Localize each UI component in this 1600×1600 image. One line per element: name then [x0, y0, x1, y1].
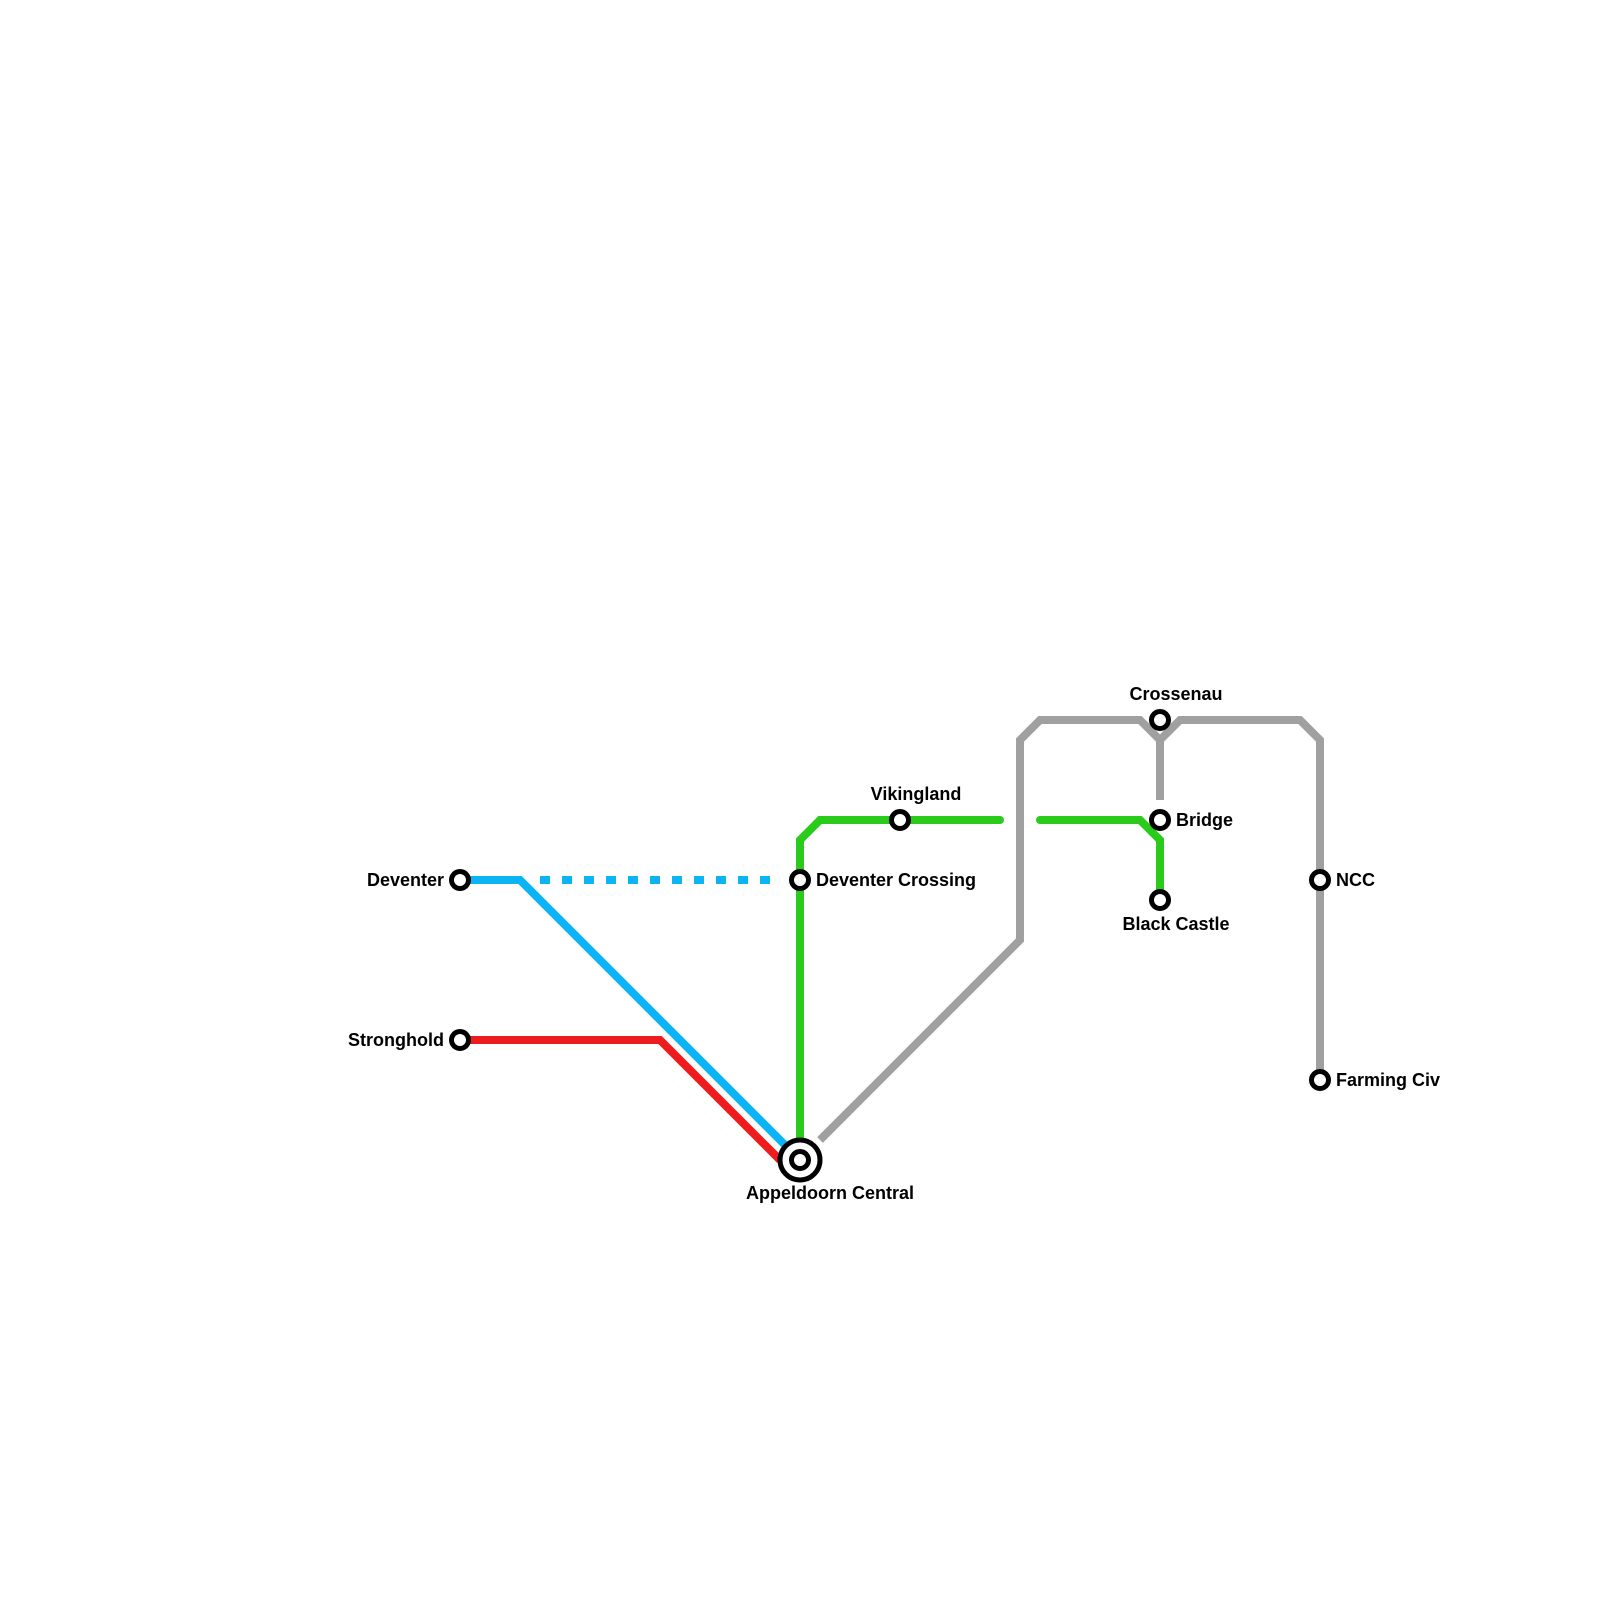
station-marker: [1149, 809, 1171, 831]
station-label: Bridge: [1176, 810, 1233, 830]
station-vikingland[interactable]: Vikingland: [871, 784, 962, 831]
station-label: Vikingland: [871, 784, 962, 804]
station-label: Stronghold: [348, 1030, 444, 1050]
station-marker: [1309, 1069, 1331, 1091]
blue-line: [460, 876, 793, 1153]
station-label: Appeldoorn Central: [746, 1183, 914, 1203]
station-appeldoorn-central[interactable]: Appeldoorn Central: [746, 1137, 914, 1203]
station-marker: [889, 809, 911, 831]
grey-line-ncc-branch: [1157, 716, 1324, 1080]
station-label: Farming Civ: [1336, 1070, 1440, 1090]
station-black-castle[interactable]: Black Castle: [1122, 889, 1230, 935]
station-label: Black Castle: [1122, 914, 1229, 934]
station-label: Deventer: [367, 870, 444, 890]
station-marker: [1309, 869, 1331, 891]
station-deventer[interactable]: Deventer: [367, 869, 471, 891]
station-label: Deventer Crossing: [816, 870, 976, 890]
station-marker: [1149, 709, 1171, 731]
station-deventer-crossing[interactable]: Deventer Crossing: [789, 869, 977, 891]
station-marker: [449, 1029, 471, 1051]
station-stronghold[interactable]: Stronghold: [348, 1029, 471, 1051]
grey-line: [817, 716, 1164, 1143]
station-bridge[interactable]: Bridge: [1149, 809, 1234, 831]
station-crossenau[interactable]: Crossenau: [1129, 684, 1223, 731]
station-label: Crossenau: [1129, 684, 1222, 704]
station-marker: [449, 869, 471, 891]
station-label: NCC: [1336, 870, 1375, 890]
green-line-east-section: [1036, 816, 1164, 904]
red-line: [460, 1036, 783, 1163]
interchange-inner-ring: [789, 1149, 811, 1171]
station-ncc[interactable]: NCC: [1309, 869, 1376, 891]
station-marker: [789, 869, 811, 891]
station-marker: [1149, 889, 1171, 911]
station-farming-civ[interactable]: Farming Civ: [1309, 1069, 1441, 1091]
